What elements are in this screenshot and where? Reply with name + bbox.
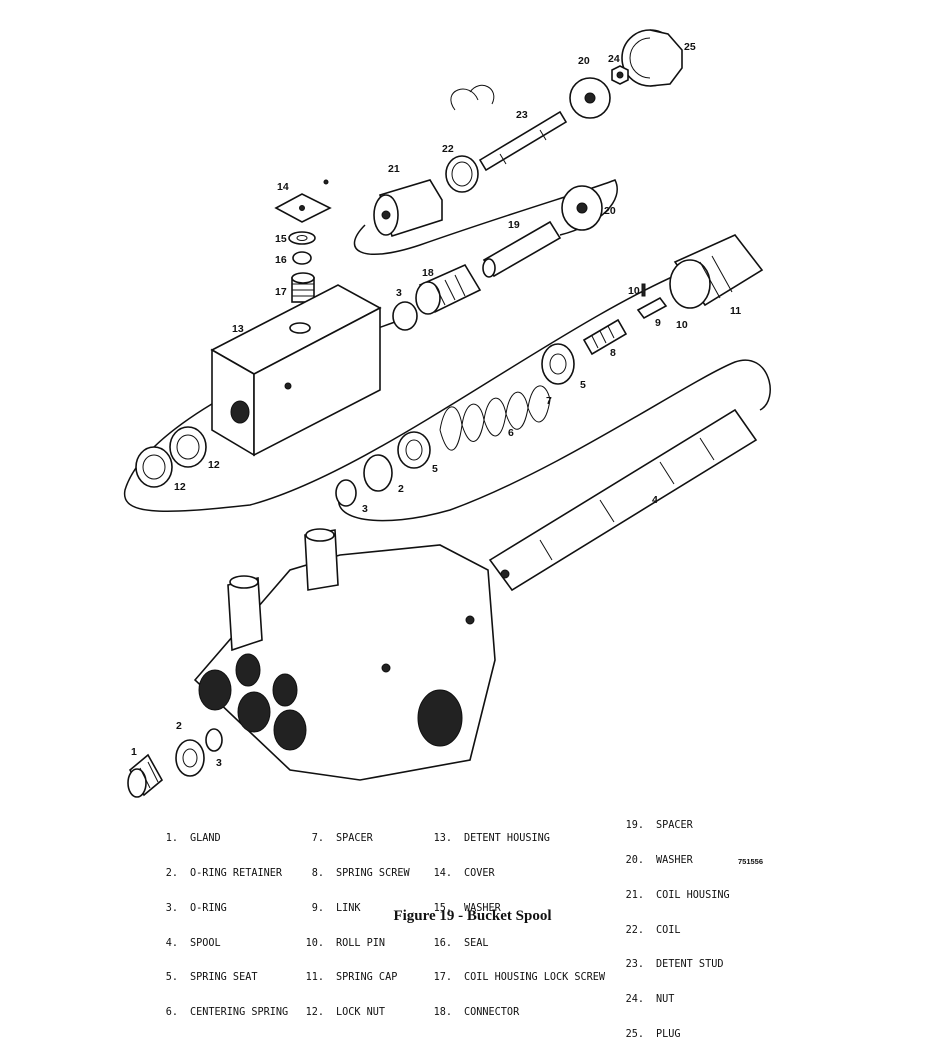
callout-24: 24 — [608, 53, 620, 65]
callout-3-mid: 3 — [362, 503, 368, 515]
callout-11: 11 — [730, 305, 741, 317]
assembly-path-line — [123, 264, 701, 512]
callout-10-upper: 10 — [628, 285, 640, 297]
figure-caption: Figure 19 - Bucket Spool — [393, 908, 552, 924]
legend-item: 24.NUT — [625, 994, 675, 1006]
callout-20-upper: 20 — [578, 55, 590, 67]
legend-item: 6.CENTERING SPRING — [165, 1007, 289, 1019]
coil-housing-part — [373, 179, 443, 238]
legend-item: 16.SEAL — [433, 937, 489, 949]
assembly-path-line-lower — [337, 359, 771, 522]
o-ring-retainer-part-lower — [175, 739, 205, 777]
callout-5-upper: 5 — [580, 379, 586, 391]
callout-25: 25 — [684, 41, 696, 53]
legend-item: 22.COIL — [625, 924, 681, 936]
callout-6: 6 — [508, 427, 514, 439]
cover-part — [274, 179, 332, 223]
callout-14: 14 — [277, 181, 289, 193]
lock-screw-part — [291, 272, 315, 303]
spring-seat-part-lower — [397, 431, 431, 469]
centering-spring-part — [439, 385, 551, 451]
legend-item: 19.SPACER — [625, 820, 693, 832]
callout-17: 17 — [275, 286, 287, 298]
connector-part — [415, 263, 482, 315]
legend-item: 4.SPOOL — [165, 937, 221, 949]
detent-housing-part — [210, 284, 382, 457]
legend-item: 18.CONNECTOR — [433, 1007, 520, 1019]
callout-20-lower: 20 — [604, 205, 616, 217]
callout-22: 22 — [442, 143, 454, 155]
assembly-path-line-upper — [353, 179, 618, 256]
spring-screw-part — [582, 318, 628, 356]
lock-nut-part-2 — [169, 426, 207, 468]
callout-1: 1 — [131, 746, 137, 758]
exploded-parts-diagram: 1 2 3 2 3 3 4 5 5 6 7 8 9 10 10 11 12 12… — [123, 29, 771, 798]
callout-4: 4 — [652, 494, 658, 506]
washer-part-upper — [569, 77, 611, 119]
roll-pin-part — [641, 283, 646, 297]
spool-part — [488, 408, 758, 592]
callout-2-mid: 2 — [398, 483, 404, 495]
callout-15: 15 — [275, 233, 287, 245]
legend-item: 8.SPRING SCREW — [311, 867, 410, 879]
legend-item: 17.COIL HOUSING LOCK SCREW — [433, 972, 606, 984]
callout-12-left: 12 — [174, 481, 186, 493]
callout-16: 16 — [275, 254, 287, 266]
legend-item: 3.O-RING — [165, 902, 227, 914]
legend-item: 1.GLAND — [165, 833, 221, 845]
callout-9: 9 — [655, 317, 661, 329]
callout-3-lower: 3 — [216, 757, 222, 769]
legend-item: 14.COVER — [433, 867, 495, 879]
legend-item: 2.O-RING RETAINER — [165, 867, 283, 879]
callout-7: 7 — [546, 395, 552, 407]
o-ring-part-upper — [392, 301, 418, 331]
legend-item: 25.PLUG — [625, 1028, 681, 1040]
callout-2-lower: 2 — [176, 720, 182, 732]
legend-item: 12.LOCK NUT — [305, 1007, 386, 1019]
legend-item: 13.DETENT HOUSING — [433, 833, 550, 845]
link-part — [636, 296, 668, 320]
callout-3-upper: 3 — [396, 287, 402, 299]
legend-item: 15.WASHER — [433, 902, 501, 914]
callout-8: 8 — [610, 347, 616, 359]
spacer-part-19 — [482, 220, 562, 278]
o-ring-part-lower — [205, 728, 223, 752]
callout-23: 23 — [516, 109, 528, 121]
lock-nut-part-1 — [135, 446, 173, 488]
spring-seat-part-upper — [541, 343, 575, 385]
gland-part — [127, 753, 164, 798]
washer-part-lower — [561, 185, 603, 231]
legend-item: 21.COIL HOUSING — [625, 889, 730, 901]
callout-5-lower: 5 — [432, 463, 438, 475]
legend-item: 9.LINK — [311, 902, 361, 914]
o-ring-retainer-part-mid — [363, 454, 393, 492]
part-number-label: 751556 — [738, 857, 764, 866]
callout-21: 21 — [388, 163, 400, 175]
o-ring-part-mid — [335, 479, 357, 507]
coil-part — [445, 155, 479, 193]
callout-10-lower: 10 — [676, 319, 688, 331]
valve-body-part — [193, 528, 496, 781]
legend-item: 23.DETENT STUD — [625, 959, 724, 971]
callout-13: 13 — [232, 323, 244, 335]
detent-stud-part — [450, 84, 568, 172]
callout-19: 19 — [508, 219, 520, 231]
legend-item: 7.SPACER — [311, 833, 373, 845]
legend-item: 11.SPRING CAP — [305, 972, 398, 984]
seal-part — [292, 251, 312, 265]
washer-part-15 — [288, 231, 316, 245]
callout-12-right: 12 — [208, 459, 220, 471]
legend-item: 5.SPRING SEAT — [165, 972, 258, 984]
legend-item: 20.WASHER — [625, 854, 693, 866]
callout-18: 18 — [422, 267, 434, 279]
nut-part — [611, 65, 629, 85]
plug-part — [621, 29, 683, 87]
legend-item: 10.ROLL PIN — [305, 937, 386, 949]
spring-cap-part — [669, 234, 764, 309]
